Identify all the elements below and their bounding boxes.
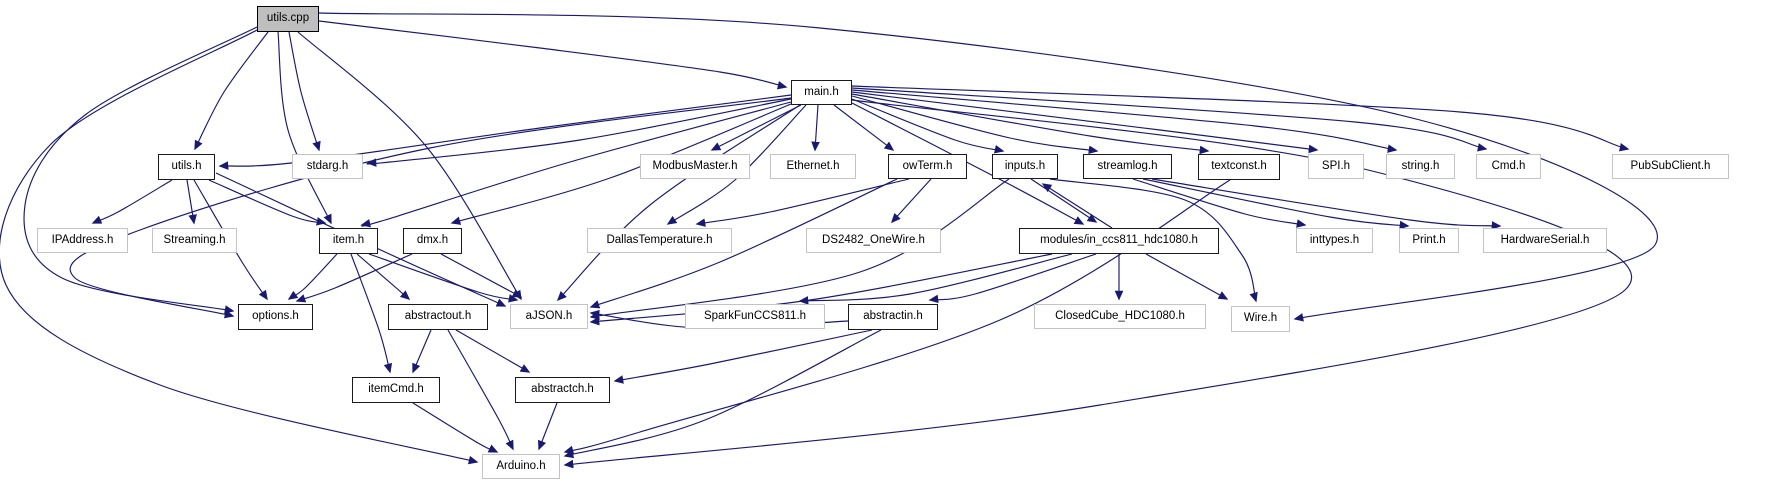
edge-utils_h-to-ipaddress_h [91, 179, 173, 224]
edge-abstractout_h-to-itemcmd_h [412, 329, 432, 374]
graph-node-wire_h[interactable]: Wire.h [1231, 306, 1290, 332]
edge-abstractout_h-to-abstractch_h [455, 329, 531, 373]
graph-node-inttypes_h[interactable]: inttypes.h [1296, 228, 1373, 253]
edge-item_h-to-abstractout_h [356, 253, 411, 300]
edge-abstractin_h-to-arduino_h [563, 329, 882, 459]
edge-main_h-to-stdarg_h [366, 98, 792, 167]
edge-abstractin_h-to-abstractch_h [613, 329, 873, 384]
edge-inputs_h-to-wire_h [1049, 178, 1258, 303]
graph-node-ds2482_h[interactable]: DS2482_OneWire.h [806, 228, 941, 253]
graph-node-ipaddress_h[interactable]: IPAddress.h [37, 228, 128, 253]
edge-main_h-to-ajson_h [556, 104, 801, 302]
edge-utils_cpp-to-stdarg_h [288, 31, 321, 152]
edge-inputs_h-to-ajson_h [589, 178, 1010, 320]
graph-node-ethernet_h[interactable]: Ethernet.h [770, 154, 856, 179]
edge-streamlog_h-to-inttypes_h [1132, 178, 1307, 228]
edge-main_h-to-spi_h [851, 91, 1319, 154]
edge-utils_cpp-to-main_h [318, 20, 788, 90]
edge-utils_h-to-item_h [208, 179, 327, 226]
graph-node-options_h[interactable]: options.h [238, 304, 313, 330]
graph-node-cmd_h[interactable]: Cmd.h [1476, 154, 1541, 179]
edge-utils_cpp-to-utils_h [194, 31, 269, 151]
edge-owterm_h-to-ajson_h [589, 178, 898, 309]
edge-abstractout_h-to-arduino_h [447, 329, 514, 451]
edge-main_h-to-item_h [360, 101, 792, 228]
graph-node-arduino_h[interactable]: Arduino.h [482, 454, 560, 479]
graph-node-utils_h[interactable]: utils.h [158, 154, 215, 180]
edge-main_h-to-owterm_h [833, 104, 895, 151]
edge-main_h-to-inputs_h [851, 98, 1005, 154]
edge-dmx_h-to-ajson_h [440, 253, 523, 298]
edge-abstractch_h-to-arduino_h [538, 402, 558, 451]
edge-modules_h-to-sparkfun_h [798, 253, 1073, 305]
edge-main_h-to-ethernet_h [811, 104, 820, 152]
edge-utils_cpp-to-item_h [277, 31, 332, 225]
graph-node-main_h[interactable]: main.h [791, 80, 852, 105]
edge-item_h-to-options_h [287, 253, 338, 300]
graph-node-streamlog_h[interactable]: streamlog.h [1083, 154, 1172, 179]
edge-modules_h-to-wire_h [1145, 253, 1229, 300]
graph-node-modules_h[interactable]: modules/in_ccs811_hdc1080.h [1019, 228, 1219, 254]
graph-node-pubsub_h[interactable]: PubSubClient.h [1612, 154, 1729, 179]
edge-main_h-to-streamlog_h [851, 95, 1099, 155]
edge-main_h-to-pubsub_h [851, 85, 1630, 152]
edge-modules_h-to-inputs_h [1041, 183, 1113, 229]
edge-main_h-to-modbus_h [710, 104, 802, 151]
edge-main_h-to-arduino_h [563, 99, 1633, 469]
graph-node-owterm_h[interactable]: owTerm.h [888, 154, 967, 179]
edge-dmx_h-to-options_h [295, 253, 413, 303]
edge-owterm_h-to-ds2482_h [891, 178, 932, 224]
graph-node-textconst_h[interactable]: textconst.h [1198, 154, 1280, 180]
graph-node-string_h[interactable]: string.h [1386, 154, 1455, 179]
graph-node-itemcmd_h[interactable]: itemCmd.h [352, 377, 440, 403]
edge-main_h-to-textconst_h [851, 93, 1210, 155]
edge-streamlog_h-to-print_h [1142, 178, 1410, 230]
edges-group [0, 12, 1658, 469]
edge-owterm_h-to-dallas_h [695, 178, 910, 227]
edge-item_h-to-itemcmd_h [350, 253, 393, 374]
edge-main_h-to-string_h [851, 89, 1398, 153]
graph-node-inputs_h[interactable]: inputs.h [992, 154, 1058, 179]
graph-node-abstractin_h[interactable]: abstractin.h [848, 304, 938, 330]
graph-node-dmx_h[interactable]: dmx.h [403, 228, 462, 254]
edge-main_h-to-dallas_h [666, 104, 807, 225]
edge-modules_h-to-ajson_h [589, 253, 1053, 326]
graph-node-item_h[interactable]: item.h [319, 228, 378, 254]
graph-node-utils_cpp[interactable]: utils.cpp [257, 6, 319, 32]
edge-modules_h-to-abstractin_h [928, 253, 1097, 304]
graph-node-sparkfun_h[interactable]: SparkFunCCS811.h [685, 304, 825, 329]
graph-node-hwserial_h[interactable]: HardwareSerial.h [1483, 228, 1607, 253]
graph-node-closedcube_h[interactable]: ClosedCube_HDC1080.h [1034, 304, 1206, 329]
edge-utils_cpp-to-arduino_h [0, 29, 479, 465]
edge-itemcmd_h-to-arduino_h [412, 402, 499, 453]
edge-main_h-to-cmd_h [851, 87, 1488, 152]
edge-item_h-to-ajson_h [368, 253, 519, 303]
graph-node-modbus_h[interactable]: ModbusMaster.h [640, 154, 750, 179]
edge-utils_cpp-to-wire_h [318, 12, 1658, 322]
edge-utils_cpp-to-options_h [23, 26, 258, 314]
graph-node-abstractch_h[interactable]: abstractch.h [515, 377, 610, 403]
graph-node-print_h[interactable]: Print.h [1399, 228, 1459, 253]
edge-main_h-to-dmx_h [450, 103, 792, 225]
graph-node-stdarg_h[interactable]: stdarg.h [292, 154, 363, 179]
graph-node-abstractout_h[interactable]: abstractout.h [388, 304, 488, 330]
edge-utils_h-to-ajson_h [215, 172, 507, 307]
graph-node-spi_h[interactable]: SPI.h [1308, 154, 1364, 179]
graph-node-dallas_h[interactable]: DallasTemperature.h [587, 228, 732, 253]
edge-utils_h-to-streaming_h [186, 179, 197, 225]
edge-main_h-to-utils_h [218, 94, 792, 170]
edge-streamlog_h-to-hwserial_h [1151, 178, 1502, 230]
graph-node-ajson_h[interactable]: aJSON.h [510, 304, 588, 329]
graph-node-streaming_h[interactable]: Streaming.h [152, 228, 237, 253]
edge-main_h-to-options_h [69, 97, 792, 319]
edge-utils_h-to-options_h [193, 179, 268, 301]
